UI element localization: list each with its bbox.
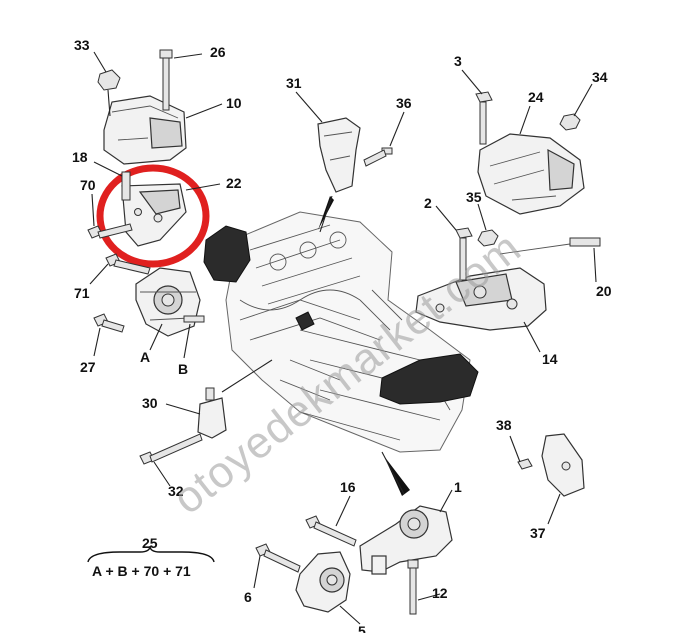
label-b: B [178,361,188,377]
label-16: 16 [340,479,356,495]
bolt-6 [255,543,301,573]
engine-mount-24 [477,133,585,215]
label-34: 34 [592,69,608,85]
bolt-18 [121,171,131,201]
bolt-12 [407,559,419,615]
kit-formula: 25 A + B + 70 + 71 [87,535,215,579]
bolt-2 [455,227,473,281]
mount-30 [197,387,227,439]
leader-lines [89,51,597,625]
label-71: 71 [74,285,90,301]
label-36: 36 [396,95,412,111]
bolt-26 [159,49,173,111]
kit-formula-text: A + B + 70 + 71 [92,563,191,579]
label-33: 33 [74,37,90,53]
bracket-22 [121,183,187,247]
label-38: 38 [496,417,512,433]
stud-20 [499,237,601,255]
bolt-16 [305,515,357,547]
bracket-31 [317,117,361,193]
label-6: 6 [244,589,252,605]
label-5: 5 [358,623,366,633]
label-31: 31 [286,75,302,91]
torque-rod-1 [359,505,453,575]
label-14: 14 [542,351,558,367]
bolt-32 [139,433,203,465]
bolt-3 [475,91,493,145]
label-1: 1 [454,479,462,495]
part-number-labels: 33 26 10 18 70 22 71 27 A B 31 36 3 34 2… [72,37,612,633]
highlight-circle [96,164,210,268]
label-10: 10 [226,95,242,111]
label-37: 37 [530,525,546,541]
label-27: 27 [80,359,96,375]
engine-gearbox-assembly [203,211,479,453]
nut-33 [97,69,121,117]
label-26: 26 [210,44,226,60]
nut-35 [477,229,499,247]
label-35: 35 [466,189,482,205]
mount-assembly-a [135,267,201,337]
label-3: 3 [454,53,462,69]
bolt-36 [363,147,393,167]
gearbox-bracket-14 [415,267,547,331]
bracket-37 [541,433,585,497]
bolt-71 [105,253,151,275]
label-24: 24 [528,89,544,105]
label-25: 25 [142,535,158,551]
bolt-27 [93,313,125,333]
bolt-b [183,315,205,323]
label-18: 18 [72,149,88,165]
mount-5 [295,551,351,613]
label-a: A [140,349,150,365]
label-22: 22 [226,175,242,191]
label-30: 30 [142,395,158,411]
label-32: 32 [168,483,184,499]
label-12: 12 [432,585,448,601]
label-70: 70 [80,177,96,193]
label-2: 2 [424,195,432,211]
bolt-38 [517,458,533,470]
nut-34 [559,113,581,131]
engine-mount-10 [103,95,187,165]
label-20: 20 [596,283,612,299]
bolt-70 [87,223,133,239]
pointer-1 [384,456,410,496]
